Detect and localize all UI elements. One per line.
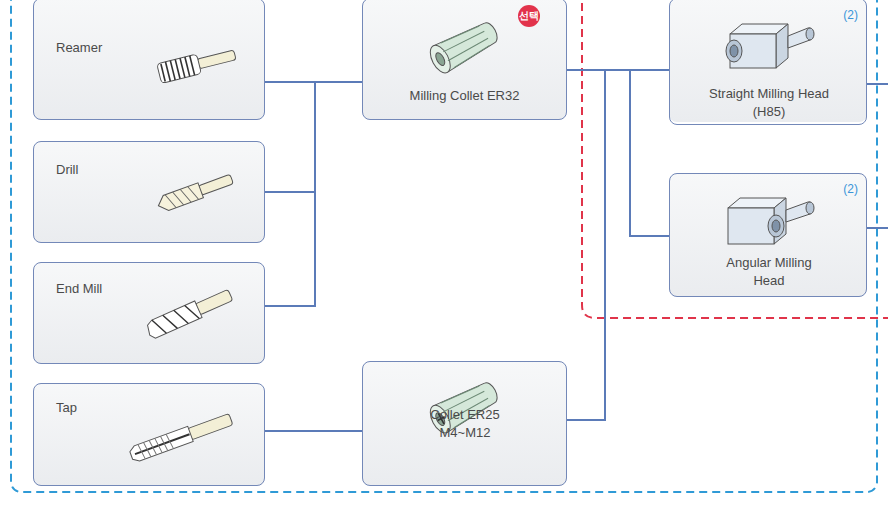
collet-box: Collet ER25 M4~M12: [362, 361, 567, 486]
collet-icon: [426, 17, 502, 76]
red-dashed-region: [582, 0, 888, 318]
connector: [265, 430, 362, 432]
tap-icon: [129, 412, 234, 463]
node-label: End Mill: [56, 280, 102, 298]
blue-dashed-region: [11, 0, 877, 492]
node-label: Tap: [56, 399, 77, 417]
outgoing-line: [867, 84, 888, 228]
connector: [567, 70, 669, 420]
connector: [567, 70, 669, 236]
connector: [567, 70, 669, 420]
connector: [265, 82, 362, 192]
angular-head-icon: [728, 198, 814, 244]
callout-number: (2): [843, 8, 858, 22]
collet-box: Milling Collet ER32 선택: [362, 0, 567, 120]
node-label: Collet ER25 M4~M12: [421, 406, 509, 442]
drill-icon: [156, 171, 235, 213]
node-label: Reamer: [56, 39, 102, 57]
box-fills: [33, 0, 867, 486]
node-label: Milling Collet ER32: [371, 87, 558, 105]
straight-head-icon: [726, 24, 814, 68]
milling-head-box: Angular Milling Head (2): [669, 173, 867, 297]
reamer-icon: [157, 45, 238, 83]
node-label: Angular Milling Head: [722, 254, 816, 290]
tool-box: End Mill: [33, 262, 265, 364]
tool-box: Drill: [33, 141, 265, 243]
callout-number: (2): [843, 182, 858, 196]
tool-box: Tap: [33, 383, 265, 486]
tool-box: Reamer: [33, 0, 265, 120]
milling-head-box: Straight Milling Head (H85) (2): [669, 0, 867, 125]
connector: [265, 82, 362, 306]
end-mill-icon: [144, 287, 234, 340]
node-label: Drill: [56, 161, 78, 179]
option-badge: 선택: [518, 5, 540, 27]
node-label: Straight Milling Head (H85): [704, 85, 834, 121]
